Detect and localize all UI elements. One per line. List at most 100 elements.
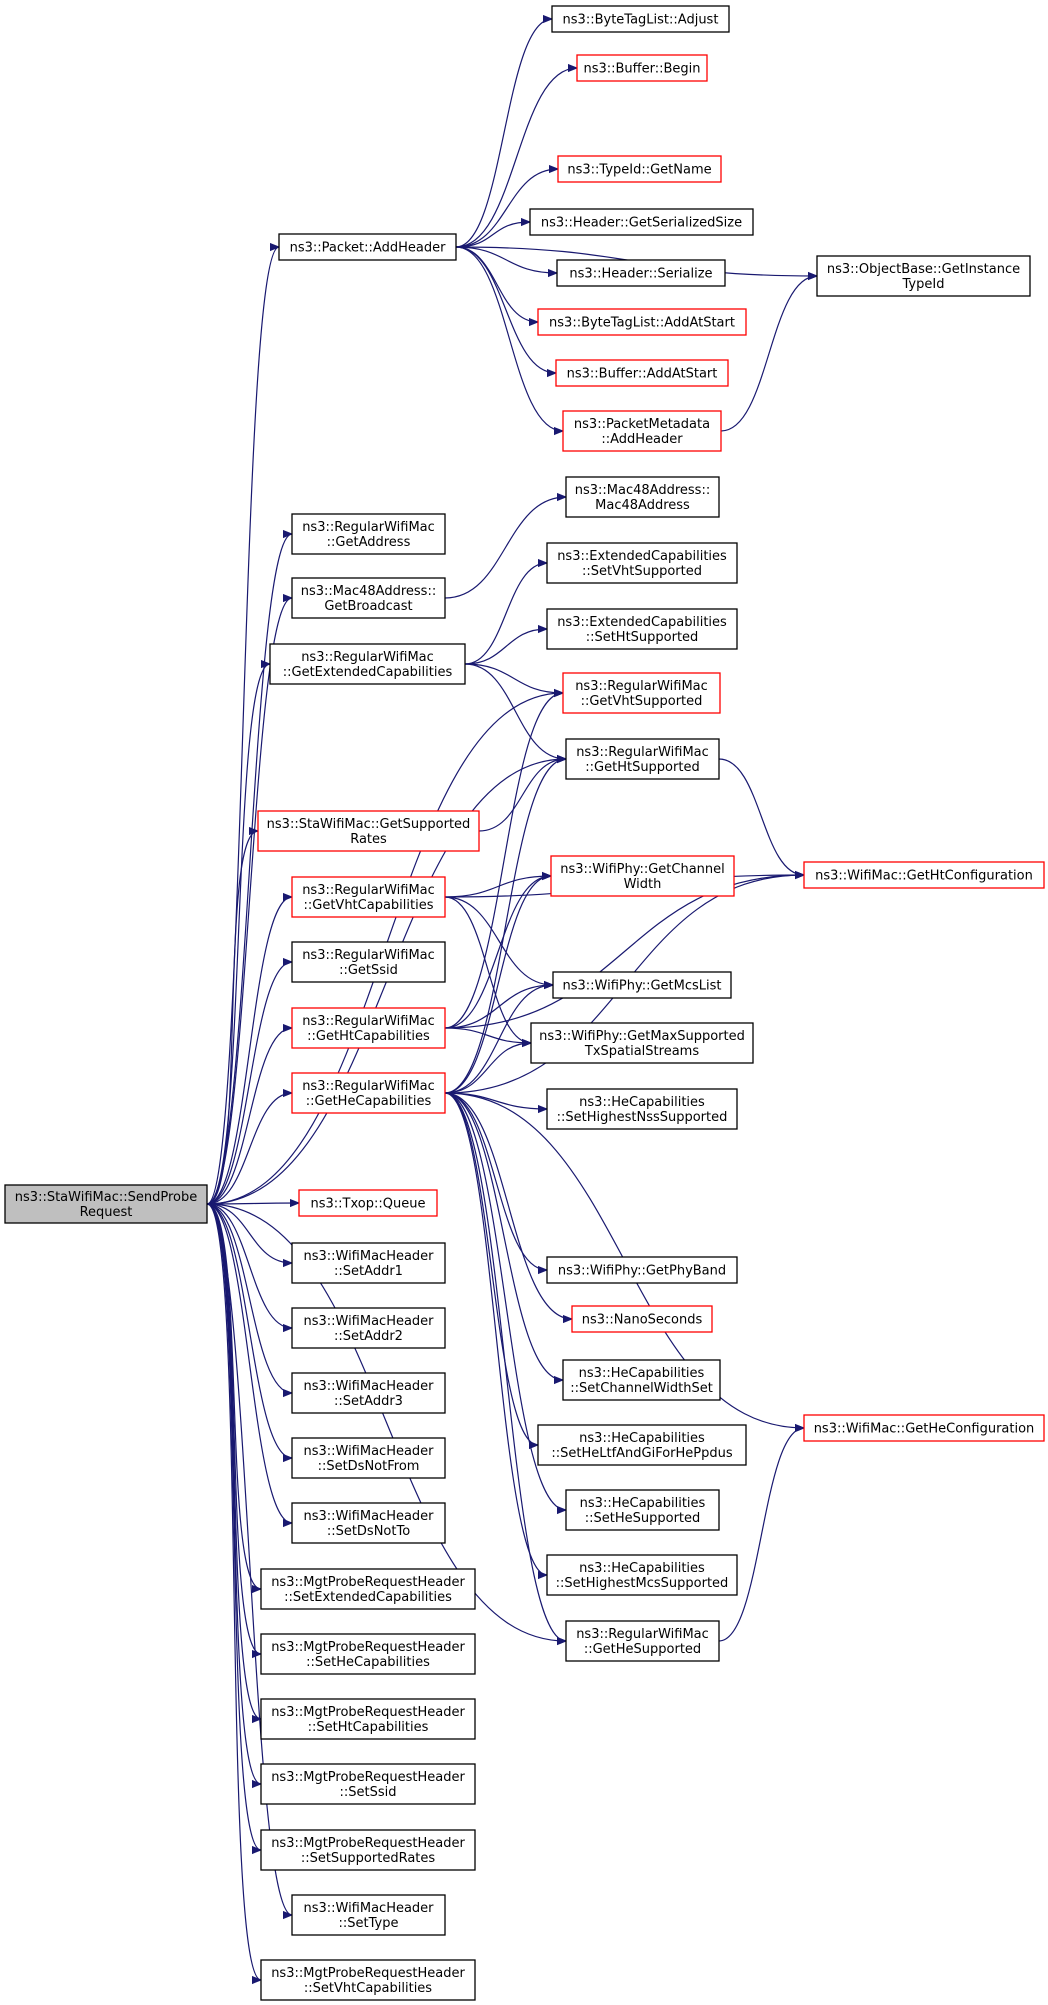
node-rwm-getaddress[interactable]: ns3::RegularWifiMac::GetAddress bbox=[291, 513, 446, 555]
edge-n-root-to-n-wmh-setdsnotto bbox=[206, 1203, 293, 1523]
node-label: ns3::PacketMetadata bbox=[574, 417, 710, 432]
node-btl-addstart[interactable]: ns3::ByteTagList::AddAtStart bbox=[537, 308, 747, 336]
node-wmh-settype[interactable]: ns3::WifiMacHeader::SetType bbox=[291, 1894, 446, 1936]
edge-n-root-to-n-rwm-getaddress bbox=[206, 534, 293, 1205]
edge-n-addheader-to-n-typeid-getname bbox=[455, 169, 558, 248]
node-phy-getmcslist[interactable]: ns3::WifiPhy::GetMcsList bbox=[552, 971, 732, 999]
node-hdr-getser[interactable]: ns3::Header::GetSerializedSize bbox=[529, 208, 754, 236]
node-wmh-setaddr1[interactable]: ns3::WifiMacHeader::SetAddr1 bbox=[291, 1242, 446, 1284]
edge-n-rwm-gethecap-to-n-hecap-setchwset bbox=[444, 1092, 563, 1380]
node-label: ns3::ByteTagList::Adjust bbox=[563, 13, 719, 28]
edge-n-addheader-to-n-buf-begin bbox=[455, 68, 577, 248]
node-btl-adjust[interactable]: ns3::ByteTagList::Adjust bbox=[551, 5, 730, 33]
node-hecap-sethesupp[interactable]: ns3::HeCapabilities::SetHeSupported bbox=[565, 1489, 720, 1531]
node-label: ::GetVhtSupported bbox=[581, 694, 703, 709]
node-rwm-getssid[interactable]: ns3::RegularWifiMac::GetSsid bbox=[291, 941, 446, 983]
node-label: ::SetDsNotFrom bbox=[318, 1459, 420, 1474]
edge-n-root-to-n-mprh-sethecap bbox=[206, 1203, 262, 1654]
node-label: ns3::ObjectBase::GetInstance bbox=[827, 262, 1020, 277]
node-mprh-setvhtcap[interactable]: ns3::MgtProbeRequestHeader::SetVhtCapabi… bbox=[260, 1959, 476, 2001]
node-box bbox=[291, 577, 446, 619]
node-box bbox=[565, 1489, 720, 1531]
node-box bbox=[530, 1022, 754, 1064]
node-wmh-setaddr2[interactable]: ns3::WifiMacHeader::SetAddr2 bbox=[291, 1307, 446, 1349]
node-nanoseconds[interactable]: ns3::NanoSeconds bbox=[571, 1305, 713, 1333]
node-extcap-setht[interactable]: ns3::ExtendedCapabilities::SetHtSupporte… bbox=[546, 608, 738, 650]
node-addheader[interactable]: ns3::Packet::AddHeader bbox=[278, 233, 457, 261]
edge-n-rwm-getextcap-to-n-extcap-setvht bbox=[464, 563, 547, 665]
node-box bbox=[537, 308, 747, 336]
node-buf-addstart[interactable]: ns3::Buffer::AddAtStart bbox=[555, 359, 729, 387]
edge-n-rwm-gethecap-to-n-nanoseconds bbox=[444, 1092, 572, 1319]
edge-n-root-to-n-mac48-getbroadcast bbox=[206, 598, 293, 1205]
edge-n-root-to-n-mprh-setsuprates bbox=[206, 1203, 262, 1850]
node-label: ns3::MgtProbeRequestHeader bbox=[271, 1836, 465, 1851]
edge-n-rwm-gethtcap-to-n-phy-getmaxss bbox=[444, 1027, 531, 1043]
node-label: ns3::TypeId::GetName bbox=[567, 163, 711, 178]
node-mac48-ctor[interactable]: ns3::Mac48Address::Mac48Address bbox=[565, 476, 720, 518]
node-label: ns3::ExtendedCapabilities bbox=[557, 549, 727, 564]
edge-n-root-to-n-swm-getsuprates bbox=[206, 831, 259, 1205]
node-rwm-getvhtsupp[interactable]: ns3::RegularWifiMac::GetVhtSupported bbox=[562, 672, 721, 714]
node-mprh-setsuprates[interactable]: ns3::MgtProbeRequestHeader::SetSupported… bbox=[260, 1829, 476, 1871]
node-label: ns3::RegularWifiMac bbox=[302, 1079, 435, 1094]
node-label: ::GetExtendedCapabilities bbox=[283, 665, 453, 680]
node-phy-getmaxss[interactable]: ns3::WifiPhy::GetMaxSupportedTxSpatialSt… bbox=[530, 1022, 754, 1064]
node-mprh-setextcap[interactable]: ns3::MgtProbeRequestHeader::SetExtendedC… bbox=[260, 1568, 476, 1610]
node-label: ::GetHtSupported bbox=[585, 760, 699, 775]
node-label: ns3::MgtProbeRequestHeader bbox=[271, 1966, 465, 1981]
node-box bbox=[291, 1372, 446, 1414]
node-wm-getheconf[interactable]: ns3::WifiMac::GetHeConfiguration bbox=[803, 1414, 1045, 1442]
node-rwm-gethesupp[interactable]: ns3::RegularWifiMac::GetHeSupported bbox=[565, 1620, 720, 1662]
node-mprh-setssid[interactable]: ns3::MgtProbeRequestHeader::SetSsid bbox=[260, 1763, 476, 1805]
node-rwm-gethtcap[interactable]: ns3::RegularWifiMac::GetHtCapabilities bbox=[291, 1007, 446, 1049]
node-wmh-setaddr3[interactable]: ns3::WifiMacHeader::SetAddr3 bbox=[291, 1372, 446, 1414]
edge-n-rwm-gethtcap-to-n-phy-getchw bbox=[444, 876, 551, 1029]
node-label: ns3::Packet::AddHeader bbox=[290, 241, 446, 256]
node-rwm-getextcap[interactable]: ns3::RegularWifiMac::GetExtendedCapabili… bbox=[269, 643, 466, 685]
node-box bbox=[291, 941, 446, 983]
node-label: GetBroadcast bbox=[324, 599, 412, 614]
node-label: ::SetExtendedCapabilities bbox=[284, 1590, 452, 1605]
node-label: ns3::WifiMacHeader bbox=[303, 1249, 434, 1264]
node-label: Mac48Address bbox=[595, 498, 690, 513]
node-hecap-sethighnss[interactable]: ns3::HeCapabilities::SetHighestNssSuppor… bbox=[546, 1088, 738, 1130]
node-pm-addheader[interactable]: ns3::PacketMetadata::AddHeader bbox=[562, 410, 722, 452]
node-hecap-sethighmcs[interactable]: ns3::HeCapabilities::SetHighestMcsSuppor… bbox=[546, 1554, 738, 1596]
node-wm-gethtconf[interactable]: ns3::WifiMac::GetHtConfiguration bbox=[803, 861, 1045, 889]
node-box bbox=[260, 1568, 476, 1610]
node-typeid-getname[interactable]: ns3::TypeId::GetName bbox=[557, 155, 722, 183]
edge-n-rwm-gethecap-to-n-phy-getmaxss bbox=[444, 1043, 531, 1094]
node-label: ::SetHeSupported bbox=[585, 1511, 701, 1526]
node-wmh-setdsnotfrom[interactable]: ns3::WifiMacHeader::SetDsNotFrom bbox=[291, 1437, 446, 1479]
node-mac48-getbroadcast[interactable]: ns3::Mac48Address::GetBroadcast bbox=[291, 577, 446, 619]
node-box bbox=[562, 410, 722, 452]
node-hecap-setheltf[interactable]: ns3::HeCapabilities::SetHeLtfAndGiForHeP… bbox=[537, 1424, 747, 1466]
node-box bbox=[816, 255, 1031, 297]
node-label: ::SetHighestNssSupported bbox=[557, 1110, 728, 1125]
node-rwm-getvhtcap[interactable]: ns3::RegularWifiMac::GetVhtCapabilities bbox=[291, 876, 446, 918]
node-label: ns3::RegularWifiMac bbox=[302, 883, 435, 898]
node-phy-getphyband[interactable]: ns3::WifiPhy::GetPhyBand bbox=[546, 1256, 738, 1284]
node-mprh-sethtcap[interactable]: ns3::MgtProbeRequestHeader::SetHtCapabil… bbox=[260, 1698, 476, 1740]
node-txop-queue[interactable]: ns3::Txop::Queue bbox=[298, 1189, 438, 1217]
node-wmh-setdsnotto[interactable]: ns3::WifiMacHeader::SetDsNotTo bbox=[291, 1502, 446, 1544]
node-buf-begin[interactable]: ns3::Buffer::Begin bbox=[576, 54, 708, 82]
node-rwm-gethecap[interactable]: ns3::RegularWifiMac::GetHeCapabilities bbox=[291, 1072, 446, 1114]
node-box bbox=[257, 810, 480, 852]
node-label: ::SetType bbox=[339, 1916, 399, 1931]
node-box bbox=[291, 1007, 446, 1049]
node-label: ns3::WifiMac::GetHtConfiguration bbox=[815, 869, 1033, 884]
node-mprh-sethecap[interactable]: ns3::MgtProbeRequestHeader::SetHeCapabil… bbox=[260, 1633, 476, 1675]
node-extcap-setvht[interactable]: ns3::ExtendedCapabilities::SetVhtSupport… bbox=[546, 542, 738, 584]
node-hdr-ser[interactable]: ns3::Header::Serialize bbox=[556, 259, 726, 287]
node-label: ::SetHeCapabilities bbox=[306, 1655, 430, 1670]
node-label: ns3::WifiMac::GetHeConfiguration bbox=[814, 1422, 1035, 1437]
node-box bbox=[803, 861, 1045, 889]
node-hecap-setchwset[interactable]: ns3::HeCapabilities::SetChannelWidthSet bbox=[562, 1359, 721, 1401]
node-label: ::GetVhtCapabilities bbox=[304, 898, 434, 913]
node-rwm-gethtsupp[interactable]: ns3::RegularWifiMac::GetHtSupported bbox=[565, 738, 720, 780]
